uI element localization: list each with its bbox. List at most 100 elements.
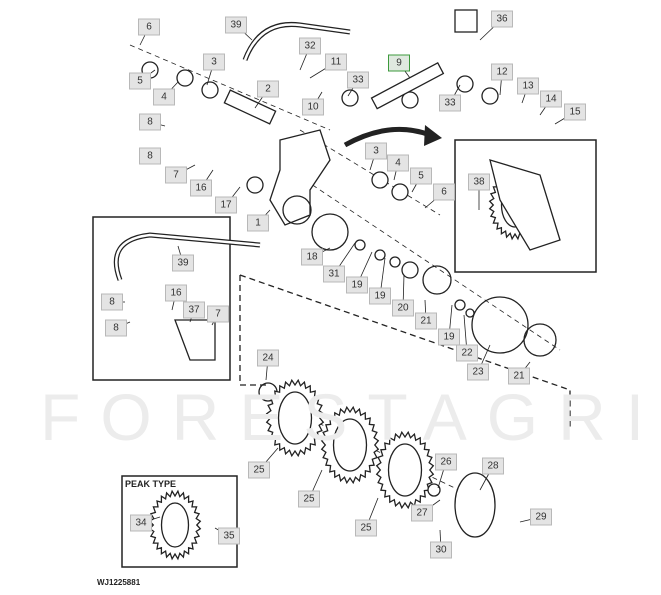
- callout-6[interactable]: 6: [433, 183, 455, 201]
- dashed-boundary: [239, 275, 270, 386]
- callout-3[interactable]: 3: [365, 142, 387, 160]
- callout-22[interactable]: 22: [456, 344, 478, 362]
- cover-plate: [174, 319, 216, 361]
- ring: [454, 299, 466, 311]
- callout-39[interactable]: 39: [172, 254, 194, 272]
- callout-8[interactable]: 8: [105, 319, 127, 337]
- callout-1[interactable]: 1: [247, 214, 269, 232]
- callout-35[interactable]: 35: [218, 527, 240, 545]
- bushing: [456, 75, 474, 93]
- callout-5[interactable]: 5: [129, 72, 151, 90]
- callout-17[interactable]: 17: [215, 196, 237, 214]
- callout-20[interactable]: 20: [392, 299, 414, 317]
- sprocket: [265, 378, 325, 458]
- callout-23[interactable]: 23: [467, 363, 489, 381]
- callout-3[interactable]: 3: [203, 53, 225, 71]
- callout-33[interactable]: 33: [439, 94, 461, 112]
- callout-7[interactable]: 7: [207, 305, 229, 323]
- callout-29[interactable]: 29: [530, 508, 552, 526]
- ring: [523, 323, 557, 357]
- bushing: [371, 171, 389, 189]
- callout-24[interactable]: 24: [257, 349, 279, 367]
- callout-36[interactable]: 36: [491, 10, 513, 28]
- bushing: [176, 69, 194, 87]
- callout-12[interactable]: 12: [491, 63, 513, 81]
- callout-8[interactable]: 8: [139, 113, 161, 131]
- bushing: [401, 91, 419, 109]
- callout-21[interactable]: 21: [415, 312, 437, 330]
- callout-25[interactable]: 25: [355, 519, 377, 537]
- callout-19[interactable]: 19: [438, 328, 460, 346]
- callout-8[interactable]: 8: [139, 147, 161, 165]
- callout-19[interactable]: 19: [369, 287, 391, 305]
- peak-sprocket: [148, 489, 202, 561]
- callout-6[interactable]: 6: [138, 18, 160, 36]
- callout-19[interactable]: 19: [346, 276, 368, 294]
- callout-25[interactable]: 25: [298, 490, 320, 508]
- ring: [374, 249, 386, 261]
- callout-5[interactable]: 5: [410, 167, 432, 185]
- bushing: [481, 87, 499, 105]
- direction-arrow: [343, 126, 431, 148]
- arrow-head-icon: [424, 125, 442, 146]
- bushing: [391, 183, 409, 201]
- clevis: [454, 9, 478, 33]
- bushing: [341, 89, 359, 107]
- callout-18[interactable]: 18: [301, 248, 323, 266]
- pivot-pin: [223, 89, 277, 125]
- callout-30[interactable]: 30: [430, 541, 452, 559]
- callout-21[interactable]: 21: [508, 367, 530, 385]
- cylinder-rod: [370, 61, 445, 110]
- figure-id: WJ1225881: [97, 578, 141, 587]
- callout-14[interactable]: 14: [540, 90, 562, 108]
- callout-27[interactable]: 27: [411, 504, 433, 522]
- callout-28[interactable]: 28: [482, 457, 504, 475]
- callout-16[interactable]: 16: [165, 284, 187, 302]
- callout-39[interactable]: 39: [225, 16, 247, 34]
- ring: [389, 256, 401, 268]
- callout-33[interactable]: 33: [347, 71, 369, 89]
- callout-2[interactable]: 2: [257, 80, 279, 98]
- callout-11[interactable]: 11: [325, 53, 347, 71]
- sprocket-bore: [387, 443, 423, 497]
- ring: [422, 265, 452, 295]
- callout-25[interactable]: 25: [248, 461, 270, 479]
- callout-16[interactable]: 16: [190, 179, 212, 197]
- callout-34[interactable]: 34: [130, 514, 152, 532]
- peak-type-label: PEAK TYPE: [125, 479, 177, 489]
- inset-frame-hose: [92, 216, 231, 381]
- bushing: [401, 261, 419, 279]
- callout-26[interactable]: 26: [435, 453, 457, 471]
- inset-frame-assembled: [454, 139, 597, 273]
- callout-9[interactable]: 9: [388, 54, 410, 72]
- axis-line: [289, 169, 561, 351]
- arm-hub: [282, 195, 312, 225]
- callout-13[interactable]: 13: [517, 77, 539, 95]
- callout-4[interactable]: 4: [153, 88, 175, 106]
- bushing: [246, 176, 264, 194]
- sprocket: [320, 405, 380, 485]
- sprocket-bore: [332, 418, 368, 472]
- callout-37[interactable]: 37: [183, 301, 205, 319]
- ring: [354, 239, 366, 251]
- assembled-arm: [489, 159, 561, 251]
- callout-7[interactable]: 7: [165, 166, 187, 184]
- bushing: [201, 81, 219, 99]
- ring: [471, 296, 529, 354]
- sprocket: [375, 430, 435, 510]
- callout-10[interactable]: 10: [302, 98, 324, 116]
- o-ring: [311, 213, 349, 251]
- sprocket-bore: [277, 391, 313, 445]
- callout-38[interactable]: 38: [468, 173, 490, 191]
- hose-inner-inset: [115, 233, 261, 281]
- callout-31[interactable]: 31: [323, 265, 345, 283]
- nut: [427, 483, 441, 497]
- callout-4[interactable]: 4: [387, 154, 409, 172]
- axis-line: [129, 44, 331, 131]
- callout-15[interactable]: 15: [564, 103, 586, 121]
- swing-arm: [269, 129, 331, 226]
- callout-8[interactable]: 8: [101, 293, 123, 311]
- callout-32[interactable]: 32: [299, 37, 321, 55]
